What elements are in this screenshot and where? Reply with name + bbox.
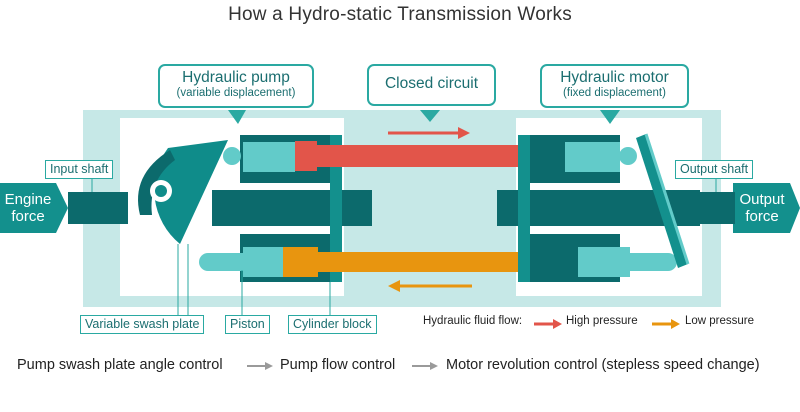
flow-step-pump-flow: Pump flow control bbox=[280, 357, 396, 373]
output-shaft bbox=[700, 192, 735, 224]
flow-step-motor-revolution: Motor revolution control (stepless speed… bbox=[446, 357, 760, 373]
legend-title: Hydraulic fluid flow: bbox=[423, 315, 523, 327]
hydraulic-pump-callout: Hydraulic pump (variable displacement) bbox=[158, 64, 314, 108]
swash-plate bbox=[154, 140, 228, 244]
engine-force-arrow bbox=[0, 183, 68, 233]
hydraulic-motor-title: Hydraulic motor bbox=[560, 69, 669, 86]
pump-shaft bbox=[212, 190, 372, 226]
legend-high-pressure: High pressure bbox=[566, 315, 638, 327]
diagram-title: How a Hydro-static Transmission Works bbox=[228, 4, 572, 25]
pump-piston-top bbox=[243, 142, 295, 172]
input-shaft bbox=[68, 192, 128, 224]
hydraulic-pump-subtitle: (variable displacement) bbox=[176, 87, 296, 99]
motor-piston-top bbox=[565, 142, 620, 172]
hydraulic-pump-title: Hydraulic pump bbox=[182, 69, 290, 86]
legend-low-pressure: Low pressure bbox=[685, 315, 755, 327]
swash-plate-label: Variable swash plate bbox=[80, 315, 205, 334]
high-pressure-line bbox=[295, 145, 565, 167]
cylinder-block-label: Cylinder block bbox=[288, 315, 377, 334]
hydraulic-motor-callout: Hydraulic motor (fixed displacement) bbox=[540, 64, 689, 108]
piston-label: Piston bbox=[225, 315, 270, 334]
output-force-label: Output force bbox=[739, 191, 785, 225]
engine-force-label: Engine force bbox=[4, 191, 52, 225]
low-pressure-line bbox=[283, 252, 568, 272]
output-force-arrow bbox=[733, 183, 800, 233]
pump-piston-bottom bbox=[243, 247, 283, 277]
closed-circuit-title: Closed circuit bbox=[384, 75, 479, 92]
motor-swash-plate bbox=[636, 134, 688, 268]
closed-circuit-callout: Closed circuit bbox=[367, 64, 496, 106]
output-shaft-label: Output shaft bbox=[675, 160, 754, 179]
input-shaft-label: Input shaft bbox=[45, 160, 114, 179]
hydraulic-motor-subtitle: (fixed displacement) bbox=[563, 87, 666, 99]
flow-step-swash-plate: Pump swash plate angle control bbox=[17, 357, 223, 373]
